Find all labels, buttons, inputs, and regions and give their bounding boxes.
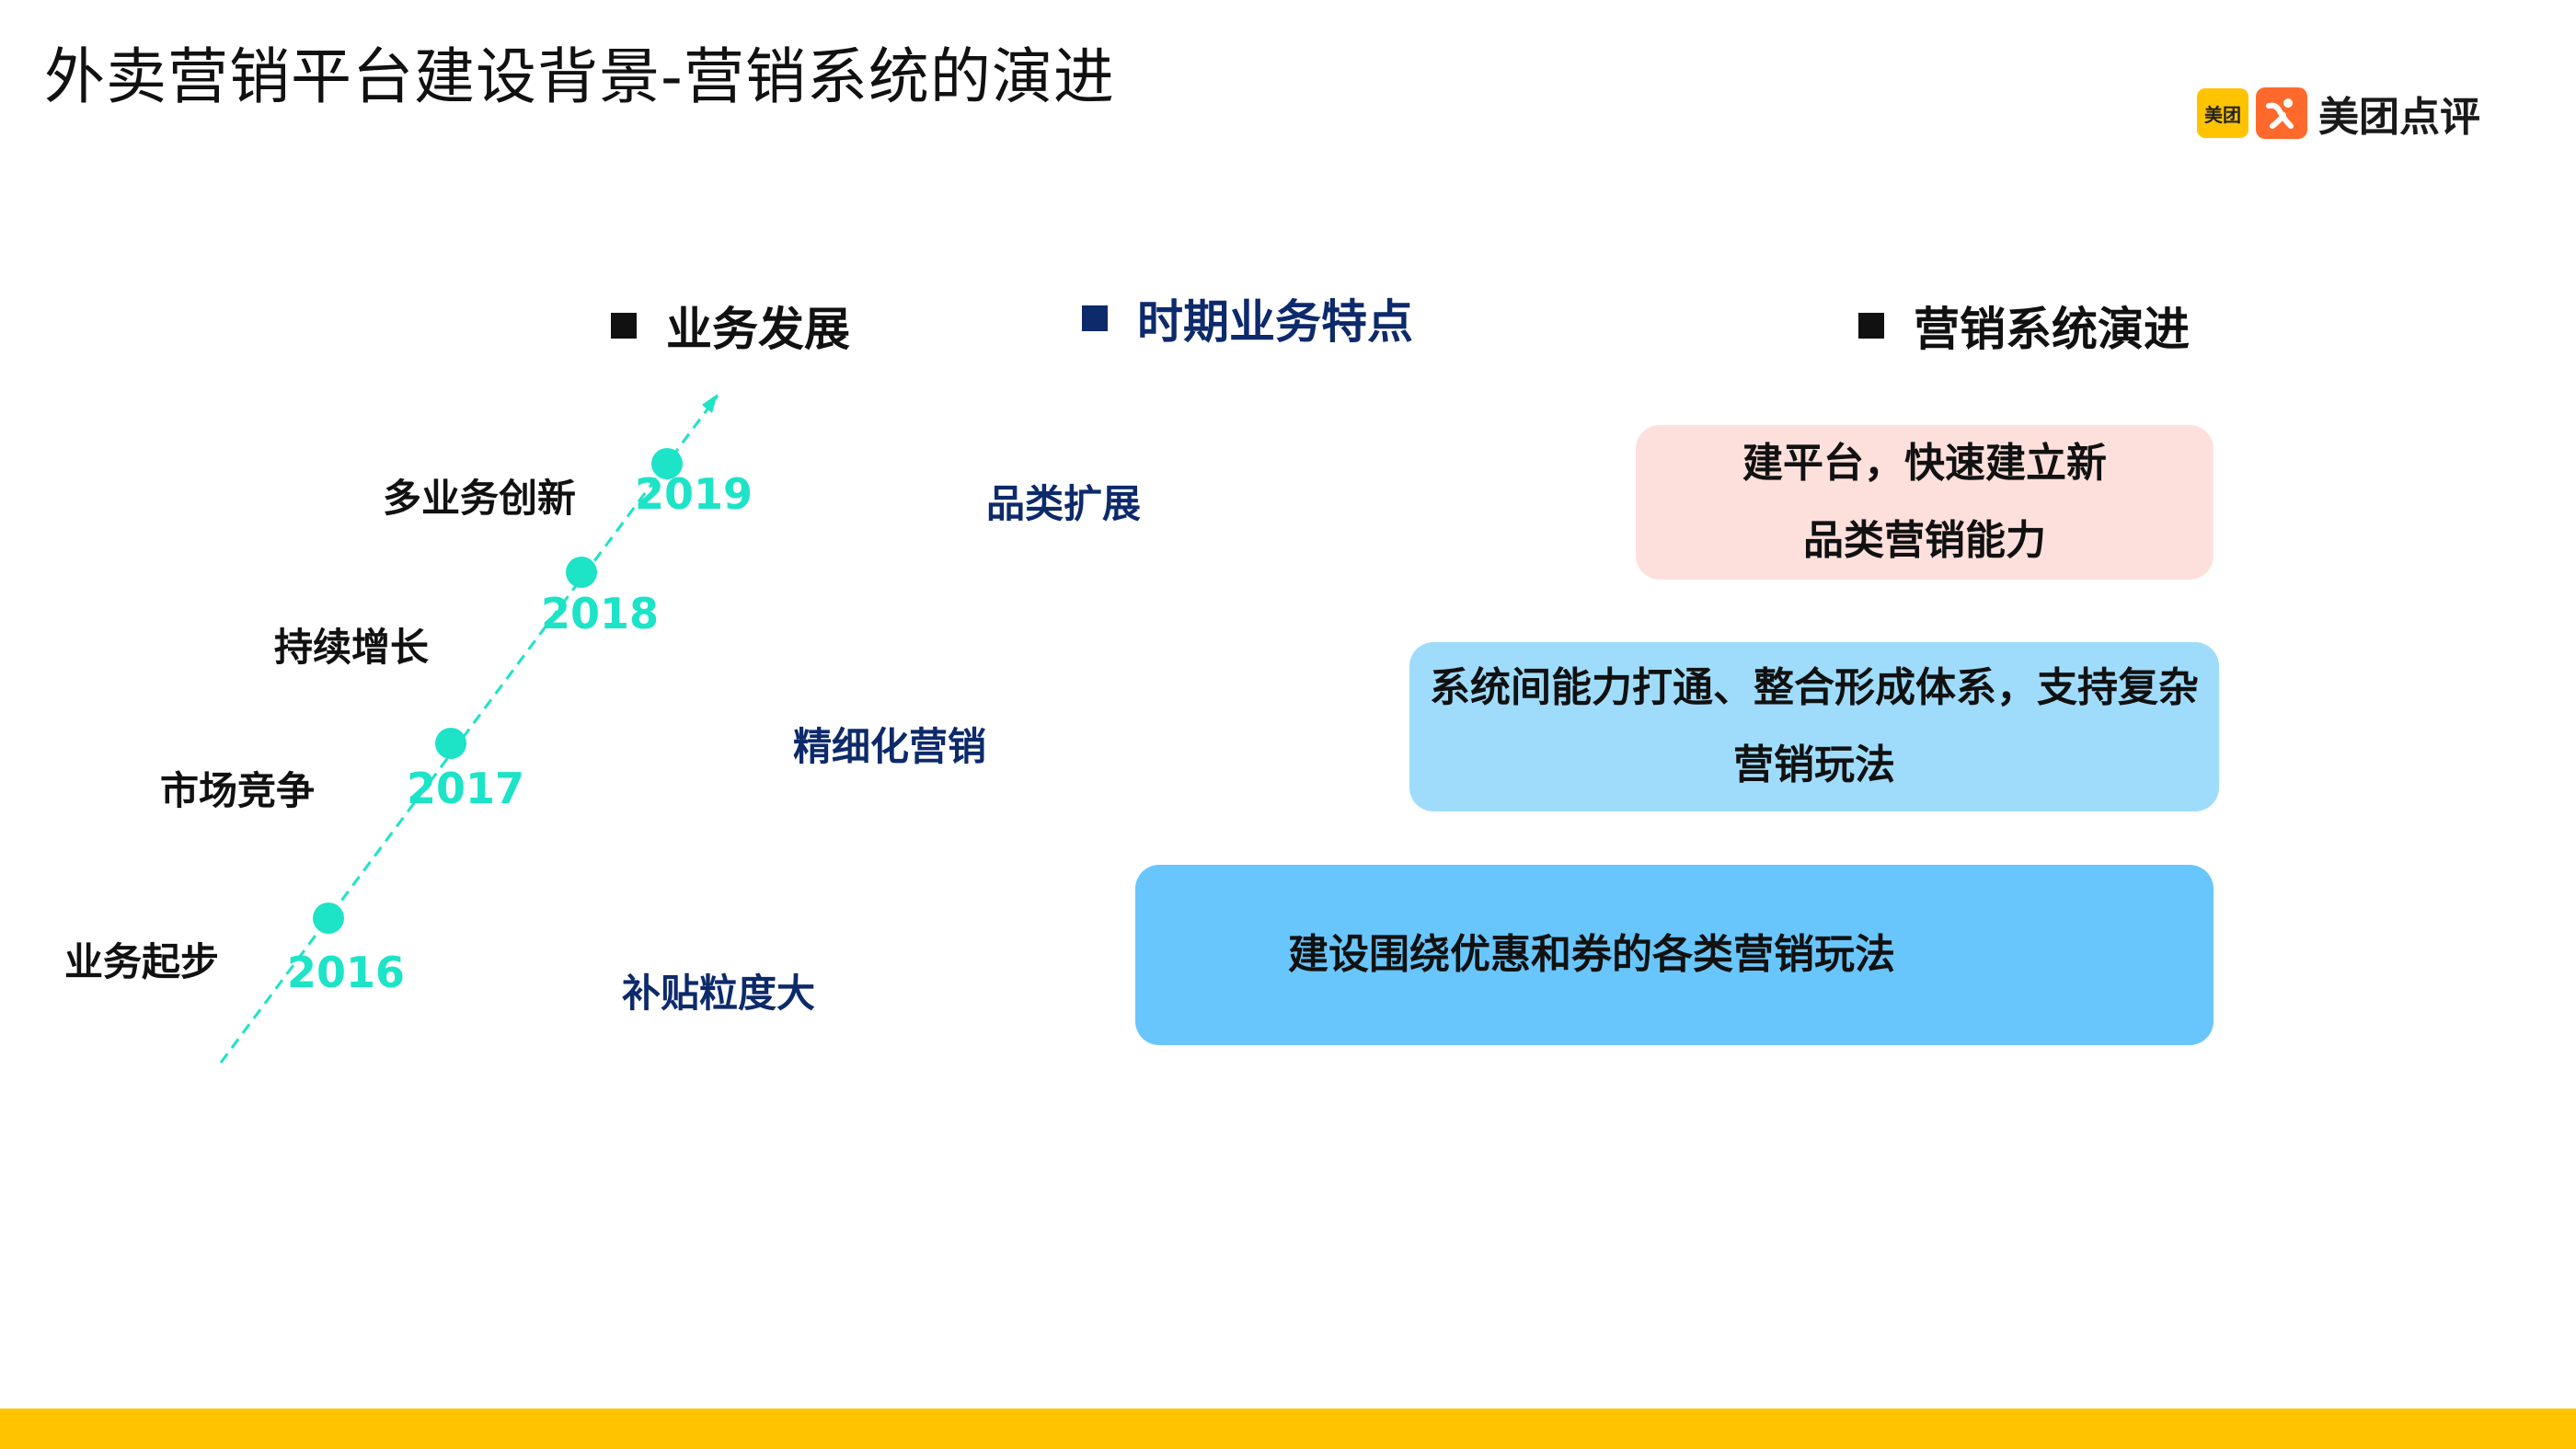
timeline-dot-2018 bbox=[566, 557, 597, 588]
page-title: 外卖营销平台建设背景-营销系统的演进 bbox=[44, 41, 1115, 112]
meituan-badge-icon: 美团 bbox=[2197, 88, 2248, 138]
feature-category-expansion: 品类扩展 bbox=[986, 481, 1142, 526]
year-2016: 2016 bbox=[287, 948, 406, 997]
square-bullet-icon bbox=[1858, 313, 1884, 339]
timeline-line bbox=[219, 395, 719, 1064]
evolution-stage-1: 建设围绕优惠和券的各类营销玩法 bbox=[1135, 865, 2214, 1045]
feature-refined-marketing: 精细化营销 bbox=[793, 724, 987, 769]
section-business-label: 业务发展 bbox=[666, 303, 850, 356]
section-business: 业务发展 bbox=[611, 293, 850, 359]
square-bullet-icon bbox=[611, 313, 637, 339]
stage-2-text-line1: 系统间能力打通、整合形成体系，支持复杂 bbox=[1430, 664, 2199, 711]
section-evolution: 营销系统演进 bbox=[1858, 293, 2190, 359]
milestone-label-2017: 市场竞争 bbox=[160, 768, 316, 813]
bottom-accent-bar bbox=[0, 1409, 2576, 1449]
stage-1-text: 建设围绕优惠和券的各类营销玩法 bbox=[1288, 931, 1895, 978]
timeline-dot-2016 bbox=[313, 903, 344, 934]
year-2018: 2018 bbox=[541, 589, 660, 638]
milestone-label-2016: 业务起步 bbox=[64, 939, 220, 984]
evolution-stage-3: 建平台，快速建立新 品类营销能力 bbox=[1636, 425, 2214, 580]
meituan-dianping-logo: 美团 美团点评 bbox=[2197, 86, 2480, 141]
milestone-label-2019: 多业务创新 bbox=[383, 476, 577, 521]
square-bullet-icon bbox=[1082, 305, 1108, 331]
feature-subsidy: 补贴粒度大 bbox=[622, 971, 816, 1016]
year-2017: 2017 bbox=[407, 764, 525, 813]
dianping-person-icon bbox=[2256, 87, 2307, 139]
timeline-arrowhead bbox=[702, 394, 718, 413]
logo-brand-text: 美团点评 bbox=[2318, 94, 2480, 141]
timeline-dot-2017 bbox=[435, 728, 466, 759]
stage-3-text-line1: 建平台，快速建立新 bbox=[1742, 440, 2107, 487]
year-2019: 2019 bbox=[635, 469, 753, 519]
section-features: 时期业务特点 bbox=[1082, 285, 1413, 351]
section-evolution-label: 营销系统演进 bbox=[1914, 303, 2190, 356]
logo-badge-text: 美团 bbox=[2204, 103, 2241, 126]
section-features-label: 时期业务特点 bbox=[1137, 295, 1413, 349]
stage-3-text-line2: 品类营销能力 bbox=[1803, 517, 2046, 564]
evolution-stage-2: 系统间能力打通、整合形成体系，支持复杂 营销玩法 bbox=[1409, 642, 2219, 811]
milestone-label-2018: 持续增长 bbox=[274, 625, 430, 670]
stage-2-text-line2: 营销玩法 bbox=[1733, 742, 1895, 788]
timeline-dot-2019 bbox=[651, 448, 683, 479]
